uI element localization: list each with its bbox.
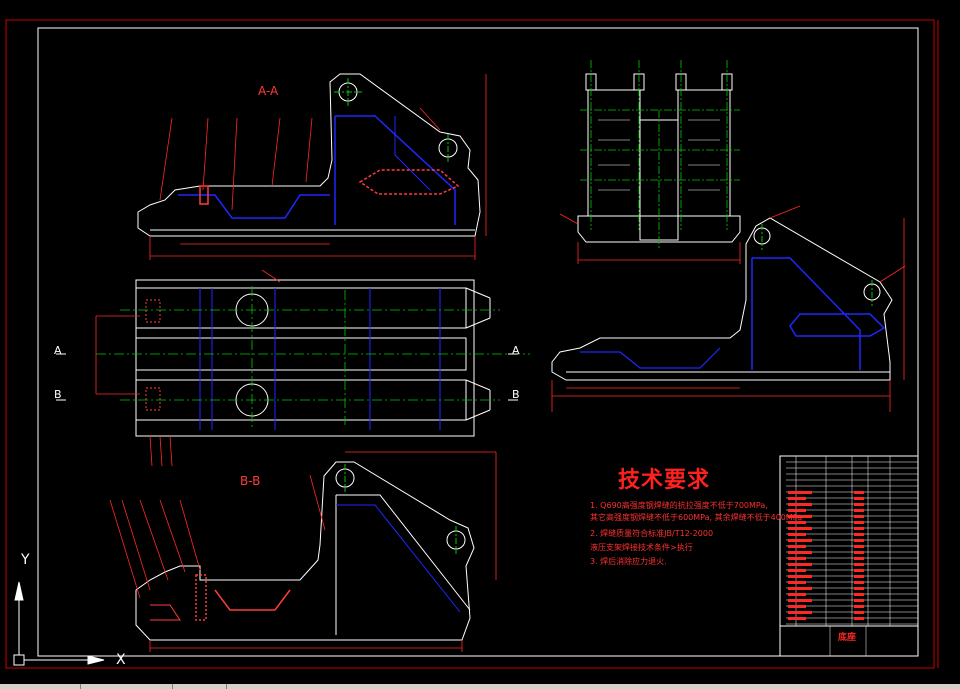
section-aa-title: A-A [258,84,279,98]
section-bb-view [109,451,497,652]
layout-tab[interactable] [0,684,81,689]
tech-requirement-line: 2. 焊缝质量符合标准JB/T12-2000 [590,529,714,538]
drawing-name: 底座 [838,633,857,643]
layout-tab[interactable] [82,684,173,689]
cut-label-b-right: B [512,388,520,401]
ucs-icon [13,581,105,666]
section-aa-outline [137,73,481,237]
cut-label-a-right: A [512,344,520,357]
tech-requirement-line: 其它高强度钢焊缝不低于600MPa, 其余焊缝不低于400MPa [590,513,803,522]
cut-label-a-left: A [54,344,62,357]
ucs-y-label: Y [21,552,30,568]
status-bar [0,684,960,689]
side-view-right [551,205,906,412]
sheet-inner-border [37,27,919,657]
section-aa-view [137,73,487,260]
title-block [779,455,919,657]
tech-requirement-line: 液压支架焊接技术条件>执行 [590,543,693,552]
front-view [559,60,741,264]
tech-requirements-title: 技术要求 [618,468,711,493]
section-bb-title: B-B [240,474,261,488]
sheet-outer-border [5,19,935,669]
tech-requirement-line: 3. 焊后消除应力退火. [590,557,667,566]
cut-label-b-left: B [54,388,62,401]
layout-tab[interactable] [174,684,227,689]
tech-requirement-line: 1. Q690高强度钢焊缝的抗拉强度不低于700MPa, [590,501,768,510]
plan-view [56,269,530,467]
ucs-x-label: X [116,652,126,668]
